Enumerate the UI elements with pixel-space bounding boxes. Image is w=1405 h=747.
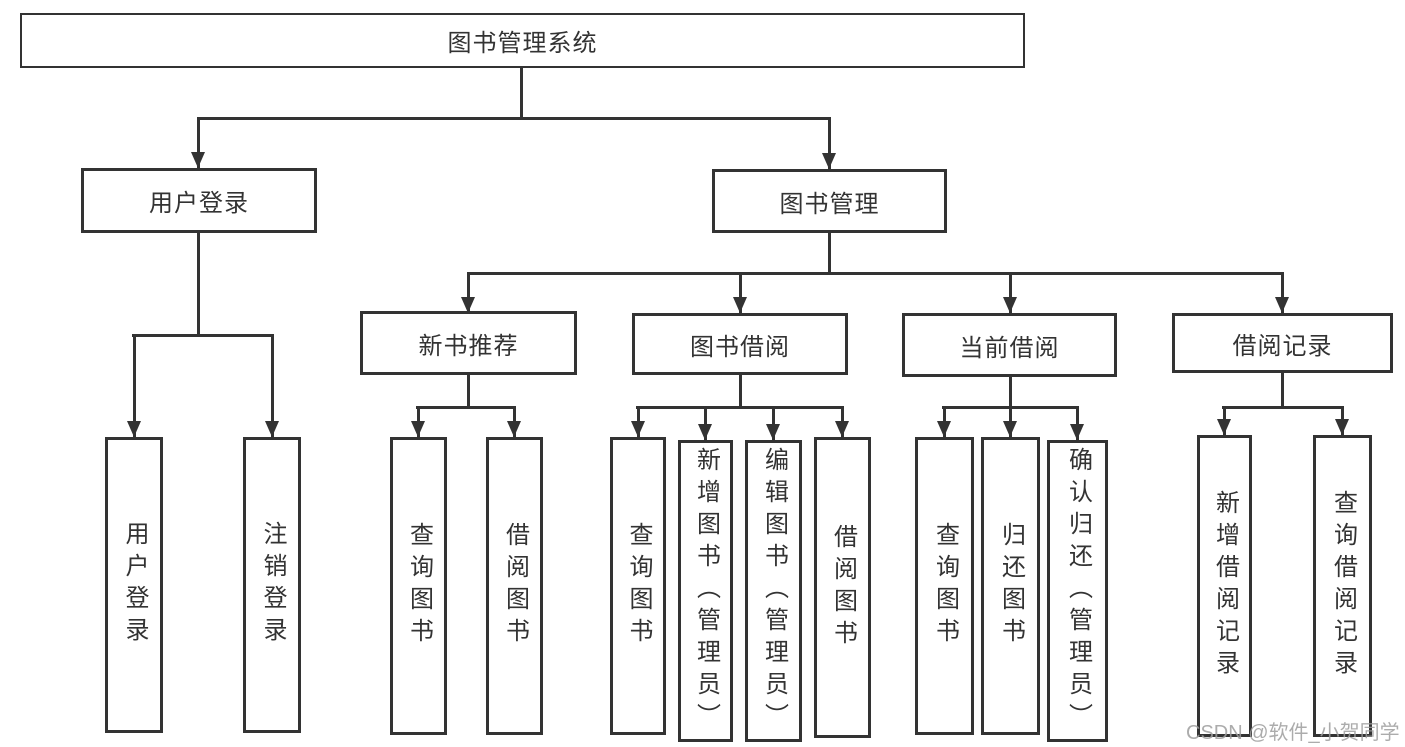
- node-new-book-recommendation: 新书推荐: [360, 311, 577, 375]
- node-logout: 注销登录: [243, 437, 301, 733]
- connector-line: [739, 375, 742, 408]
- node-query-books-current: 查询图书: [915, 437, 974, 735]
- node-user-login: 用户登录: [81, 168, 317, 233]
- connector-line: [1281, 373, 1284, 408]
- connector-line: [739, 272, 742, 313]
- connector-line: [467, 272, 470, 313]
- node-book-borrowing: 图书借阅: [632, 313, 848, 375]
- connector-line: [132, 334, 274, 337]
- connector-line: [1009, 272, 1012, 313]
- node-label: 用户登录: [121, 521, 148, 649]
- arrowhead-icon: [766, 424, 780, 440]
- node-label: 查询图书: [405, 522, 433, 650]
- connector-line: [828, 117, 831, 169]
- connector-line: [772, 406, 775, 440]
- arrowhead-icon: [631, 421, 645, 437]
- connector-line: [636, 406, 844, 409]
- node-label: 确认归还（管理员）: [1064, 447, 1092, 735]
- node-label: 图书管理系统: [447, 30, 598, 57]
- node-label: 编辑图书（管理员）: [760, 447, 788, 735]
- connector-line: [1222, 406, 1344, 409]
- arrowhead-icon: [191, 152, 205, 168]
- connector-line: [1009, 377, 1012, 408]
- node-label: 用户登录: [149, 190, 249, 217]
- node-label: 借阅记录: [1232, 332, 1333, 360]
- node-label: 图书借阅: [690, 333, 790, 361]
- arrowhead-icon: [411, 421, 425, 437]
- arrowhead-icon: [127, 421, 141, 437]
- arrowhead-icon: [822, 153, 836, 169]
- arrowhead-icon: [1003, 297, 1017, 313]
- connector-line: [828, 233, 831, 274]
- node-confirm-return-admin: 确认归还（管理员）: [1047, 440, 1108, 742]
- arrowhead-icon: [1003, 421, 1017, 437]
- node-label: 新增借阅记录: [1211, 490, 1239, 682]
- node-library-management-system: 图书管理系统: [20, 13, 1025, 68]
- node-label: 图书管理: [779, 190, 880, 218]
- connector-line: [704, 406, 707, 440]
- connector-line: [1281, 272, 1284, 313]
- node-label: 查询图书: [625, 522, 652, 650]
- arrowhead-icon: [733, 297, 747, 313]
- node-label: 新书推荐: [418, 332, 519, 360]
- node-label: 新增图书（管理员）: [692, 447, 720, 735]
- arrowhead-icon: [1275, 297, 1289, 313]
- node-return-books: 归还图书: [981, 437, 1040, 735]
- node-edit-books-admin: 编辑图书（管理员）: [745, 440, 802, 742]
- node-label: 借阅图书: [501, 522, 529, 650]
- arrowhead-icon: [698, 424, 712, 440]
- node-add-borrow-record: 新增借阅记录: [1197, 435, 1252, 737]
- node-label: 查询图书: [931, 522, 959, 650]
- node-query-books-recommend: 查询图书: [390, 437, 447, 735]
- arrowhead-icon: [835, 421, 849, 437]
- arrowhead-icon: [1217, 419, 1231, 435]
- arrowhead-icon: [1335, 419, 1349, 435]
- connector-line: [197, 233, 200, 336]
- connector-line: [520, 68, 523, 118]
- node-book-management: 图书管理: [712, 169, 947, 233]
- node-query-borrow-record: 查询借阅记录: [1313, 435, 1372, 737]
- node-label: 当前借阅: [959, 334, 1060, 362]
- arrowhead-icon: [1070, 424, 1084, 440]
- connector-line: [271, 334, 274, 437]
- node-current-borrowing: 当前借阅: [902, 313, 1117, 377]
- node-user-login-leaf: 用户登录: [105, 437, 163, 733]
- connector-line: [416, 406, 516, 409]
- csdn-watermark: CSDN @软件_小贺同学: [1186, 722, 1400, 744]
- connector-line: [467, 375, 470, 408]
- node-add-books-admin: 新增图书（管理员）: [678, 440, 733, 742]
- arrowhead-icon: [265, 421, 279, 437]
- connector-line: [467, 272, 1283, 275]
- arrowhead-icon: [461, 297, 475, 313]
- node-borrow-books: 借阅图书: [814, 437, 871, 738]
- node-borrowing-records: 借阅记录: [1172, 313, 1393, 373]
- connector-line: [197, 117, 200, 168]
- node-label: 借阅图书: [829, 523, 857, 652]
- connector-line: [1076, 406, 1079, 440]
- arrowhead-icon: [937, 421, 951, 437]
- node-label: 注销登录: [259, 521, 286, 649]
- node-borrow-books-recommend: 借阅图书: [486, 437, 543, 735]
- node-label: 归还图书: [997, 522, 1025, 650]
- connector-line: [197, 117, 831, 120]
- connector-line: [133, 334, 136, 437]
- node-query-books-borrowing: 查询图书: [610, 437, 666, 735]
- arrowhead-icon: [507, 421, 521, 437]
- node-label: 查询借阅记录: [1329, 490, 1357, 682]
